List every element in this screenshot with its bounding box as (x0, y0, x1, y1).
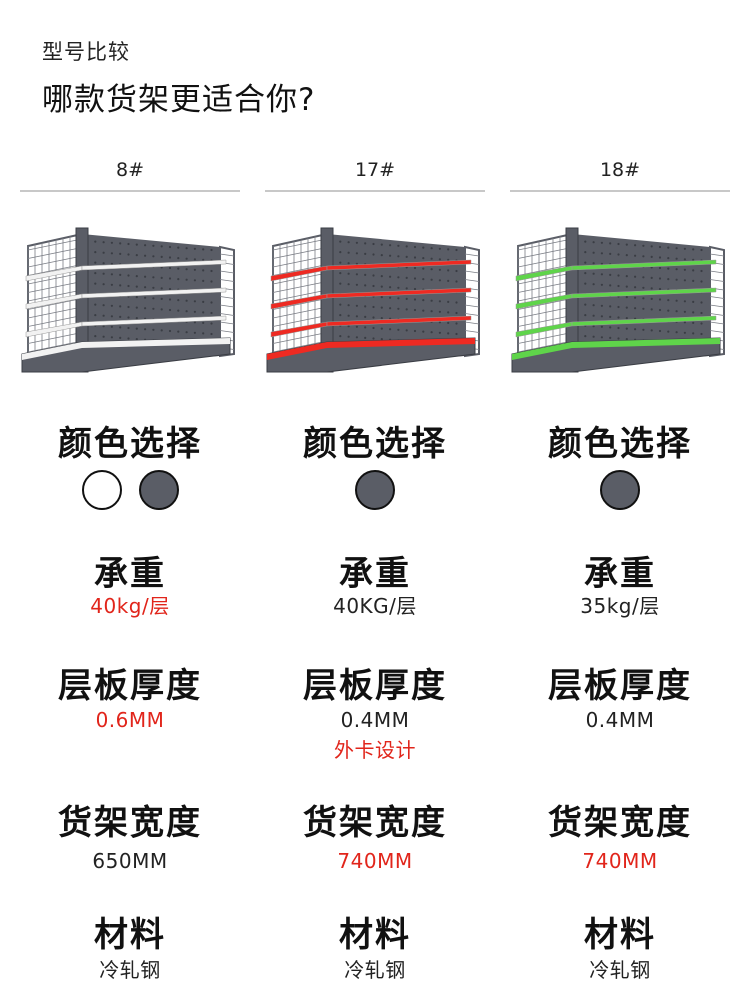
page-subtitle: 型号比较 (42, 40, 130, 64)
material-heading: 材料 (94, 915, 166, 955)
thickness-heading: 层板厚度 (548, 666, 692, 706)
shelf-image (511, 227, 725, 373)
width-value: 740MM (582, 849, 658, 873)
model-divider (510, 190, 730, 192)
material-heading: 材料 (584, 915, 656, 955)
color-swatch[interactable] (600, 470, 640, 510)
material-value: 冷轧钢 (589, 958, 651, 982)
model-name: 8# (115, 159, 144, 181)
page-header: 型号比较 哪款货架更适合你? (42, 36, 315, 119)
width-heading: 货架宽度 (58, 803, 202, 843)
thickness-note (510, 736, 730, 764)
color-swatches (20, 470, 240, 510)
load-value: 35kg/层 (580, 594, 660, 618)
model-name: 18# (599, 159, 641, 181)
width-value: 650MM (92, 849, 168, 873)
page-title: 哪款货架更适合你? (42, 82, 316, 118)
thickness-heading: 层板厚度 (303, 666, 447, 706)
color-swatch[interactable] (355, 470, 395, 510)
model-divider (20, 190, 240, 192)
thickness-value: 0.4MM (340, 708, 410, 732)
load-value: 40kg/层 (90, 594, 170, 618)
color-swatch[interactable] (81, 470, 122, 510)
color-swatches (265, 470, 485, 510)
width-heading: 货架宽度 (303, 803, 447, 843)
thickness-value: 0.6MM (95, 708, 165, 732)
material-value: 冷轧钢 (99, 958, 161, 982)
material-heading: 材料 (339, 915, 411, 955)
thickness-value: 0.4MM (585, 708, 655, 732)
load-heading: 承重 (339, 554, 411, 594)
load-heading: 承重 (94, 554, 166, 594)
color-swatch[interactable] (138, 470, 179, 510)
width-value: 740MM (337, 849, 413, 873)
thickness-note: 外卡设计 (334, 738, 416, 762)
load-heading: 承重 (584, 554, 656, 594)
color-choice-heading: 颜色选择 (548, 424, 692, 464)
shelf-image (266, 227, 480, 373)
width-heading: 货架宽度 (548, 803, 692, 843)
load-value: 40KG/层 (333, 594, 417, 618)
thickness-note (20, 736, 240, 764)
model-divider (265, 190, 485, 192)
color-choice-heading: 颜色选择 (303, 424, 447, 464)
color-swatches (510, 470, 730, 510)
color-choice-heading: 颜色选择 (58, 424, 202, 464)
thickness-heading: 层板厚度 (58, 666, 202, 706)
model-name: 17# (354, 159, 396, 181)
material-value: 冷轧钢 (344, 958, 406, 982)
shelf-image (21, 227, 235, 373)
